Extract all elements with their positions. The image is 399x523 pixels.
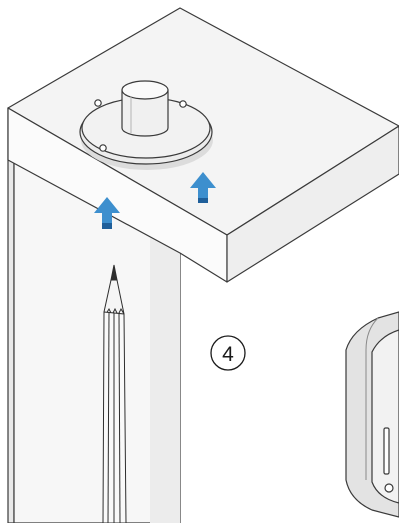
device-front	[371, 329, 399, 504]
screw-hole	[94, 99, 102, 107]
screw-hole	[99, 144, 107, 152]
step-number-badge: 4	[210, 335, 246, 371]
panel-shadow	[150, 238, 180, 523]
cabinet	[7, 7, 399, 523]
arrow-up-icon	[94, 197, 120, 229]
arrow-up-icon	[190, 172, 216, 203]
step-number: 4	[222, 343, 234, 366]
flange-mount	[79, 80, 213, 170]
tube-top-rim	[121, 80, 169, 100]
device-slot	[383, 427, 390, 475]
device-button	[384, 483, 394, 493]
tube-body	[121, 89, 169, 137]
panel-left-face	[7, 107, 15, 523]
screw-hole	[179, 100, 187, 108]
pencil-icon	[102, 264, 127, 523]
slab-front-edge	[7, 107, 228, 283]
slab-right-edge	[226, 125, 399, 283]
wall-device	[345, 311, 399, 518]
